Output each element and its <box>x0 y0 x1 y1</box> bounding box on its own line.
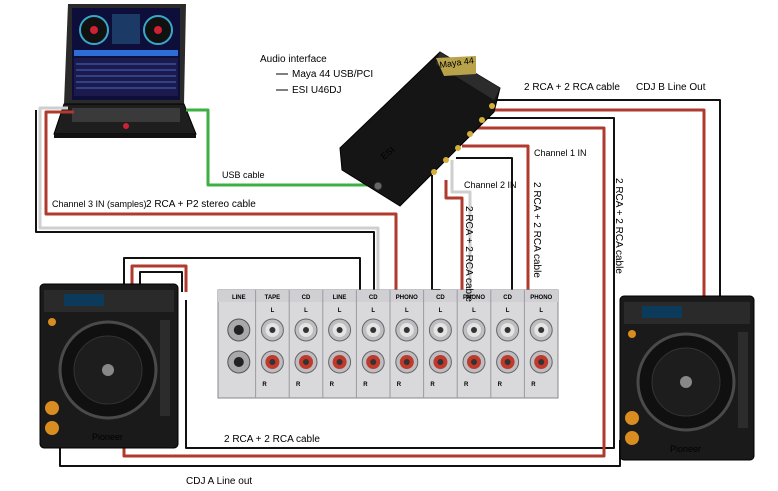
usb-cable <box>186 108 378 187</box>
channel-l-label: L <box>539 308 543 314</box>
channel-l-label: L <box>405 308 409 314</box>
ch3-cable-red <box>44 110 398 360</box>
mixer-input-label: LINE <box>232 295 246 301</box>
cdj-a: Pioneer <box>39 283 179 449</box>
channel-r-label: R <box>363 382 368 388</box>
cdj-b-line-out-label: CDJ B Line Out <box>636 82 706 93</box>
cdj-a-line-out-label: CDJ A Line out <box>186 476 252 487</box>
channel-r-label: R <box>330 382 335 388</box>
cdjb-cable-black <box>490 99 721 300</box>
top-cable-label: 2 RCA + 2 RCA cable <box>524 82 620 93</box>
channel-r-label: R <box>430 382 435 388</box>
cdjb-cable-black2 <box>185 117 615 449</box>
ch2-cable-red <box>444 180 464 360</box>
cables <box>35 99 721 467</box>
ch3-cable-white <box>38 106 380 332</box>
mixer-input-label: PHONO <box>396 295 418 301</box>
channel-r-label: R <box>531 382 536 388</box>
channel-l-label: L <box>338 308 342 314</box>
usb-cable-label: USB cable <box>222 170 265 180</box>
channel-l-label: L <box>304 308 308 314</box>
cdjb-cable-red <box>484 108 706 300</box>
mixer-input-label: CD <box>436 295 445 301</box>
ch3-cable-black <box>35 110 375 330</box>
cdj-b-brand: Pioneer <box>670 444 701 454</box>
cdj-b: Pioneer <box>619 295 755 461</box>
mixer-input-label: PHONO <box>463 295 485 301</box>
channel-l-label: L <box>506 308 510 314</box>
v-cable-label-1: 2 RCA + 2 RCA cable <box>463 206 474 302</box>
channel-l-label: L <box>439 308 443 314</box>
channel-l-label: L <box>371 308 375 314</box>
interface-model-0: Maya 44 USB/PCI <box>292 69 373 80</box>
ch2-label: Channel 2 IN <box>464 180 517 190</box>
ch1-label: Channel 1 IN <box>534 148 587 158</box>
channel-r-label: R <box>296 382 301 388</box>
audio-interface: Maya 44 ESI <box>339 51 501 207</box>
mixer-input-label: CD <box>369 295 378 301</box>
mixer-input-label: LINE <box>333 295 347 301</box>
laptop <box>53 4 197 138</box>
channel-r-label: R <box>464 382 469 388</box>
mixer-input-label: PHONO <box>530 295 552 301</box>
channel-l-label: L <box>271 308 275 314</box>
channel-r-label: R <box>498 382 503 388</box>
mixer-input-label: CD <box>503 295 512 301</box>
mixer-panel: LINE TAPE L R CD L R LINE L R CD L R PHONO L R CD L R PHONO… <box>217 289 559 399</box>
ch2-cable-white <box>450 160 472 330</box>
interface-badge: Maya 44 <box>439 55 475 70</box>
ch1-cable-red <box>462 144 530 360</box>
cdja-cable-red <box>130 264 188 292</box>
interface-model-1: ESI U46DJ <box>292 85 341 96</box>
v-cable-label-2: 2 RCA + 2 RCA cable <box>531 182 542 278</box>
cdj-a-brand: Pioneer <box>92 432 123 442</box>
p2-cable-label: 2 RCA + P2 stereo cable <box>146 199 256 210</box>
bottom-cable-label: 2 RCA + 2 RCA cable <box>224 434 320 445</box>
channel-l-label: L <box>472 308 476 314</box>
cdja-cable-black2 <box>139 271 183 292</box>
channel-r-label: R <box>262 382 267 388</box>
ch3-label: Channel 3 IN (samples) <box>52 199 147 209</box>
v-cable-label-3: 2 RCA + 2 RCA cable <box>613 178 624 274</box>
mixer-input-label: TAPE <box>265 295 281 301</box>
ch1-cable-black <box>456 157 513 330</box>
interface-title: Audio interface <box>260 54 327 65</box>
channel-r-label: R <box>397 382 402 388</box>
mixer-input-label: CD <box>302 295 311 301</box>
